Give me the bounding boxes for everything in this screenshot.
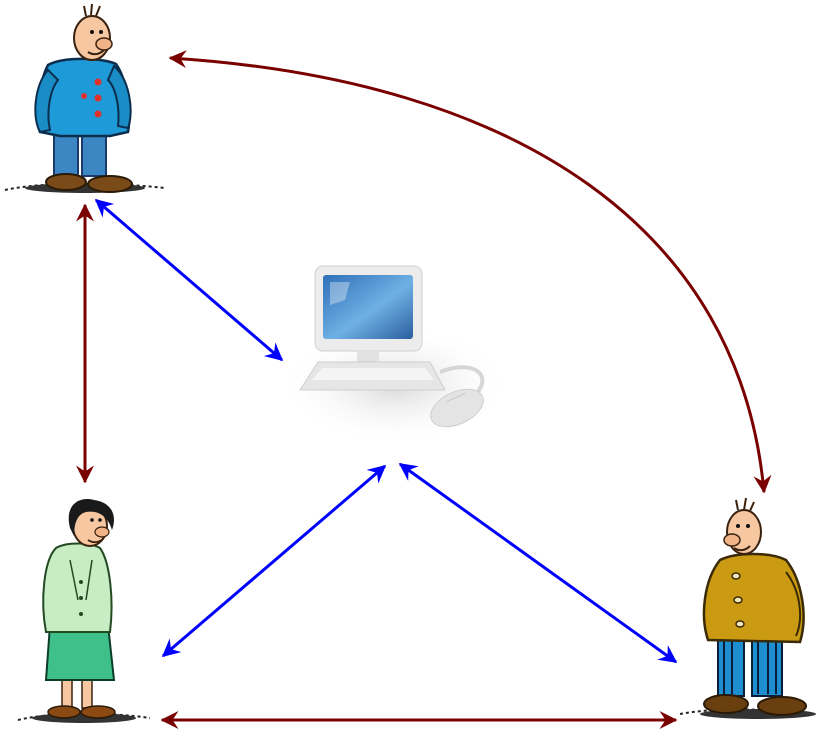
man-blue-jacket-icon <box>4 3 166 193</box>
connection-top-to-computer <box>94 198 284 362</box>
computer-icon <box>280 265 510 445</box>
connection-bottom-right-to-computer <box>398 462 678 664</box>
man-mustard-coat-icon <box>679 497 816 719</box>
connection-bottom-left-to-computer <box>161 464 387 658</box>
connection-top-to-bottom-right <box>168 50 772 494</box>
woman-green-outfit-icon <box>17 499 151 723</box>
